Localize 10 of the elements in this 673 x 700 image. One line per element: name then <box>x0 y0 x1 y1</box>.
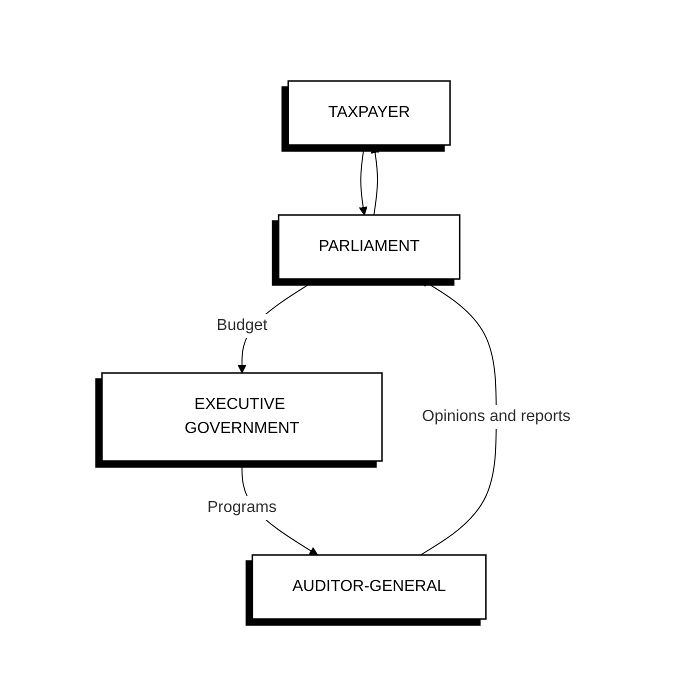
arrow <box>370 144 380 216</box>
node-box: PARLIAMENT <box>278 214 461 280</box>
arrow <box>420 278 497 556</box>
node-box: AUDITOR-GENERAL <box>252 554 487 620</box>
arrow <box>359 144 368 216</box>
edge-label: Programs <box>208 499 277 516</box>
edge-label: Budget <box>216 317 268 334</box>
edge-label: Opinions and reports <box>422 408 571 425</box>
node-box: EXECUTIVE GOVERNMENT <box>101 372 383 462</box>
node-box: TAXPAYER <box>288 80 452 146</box>
